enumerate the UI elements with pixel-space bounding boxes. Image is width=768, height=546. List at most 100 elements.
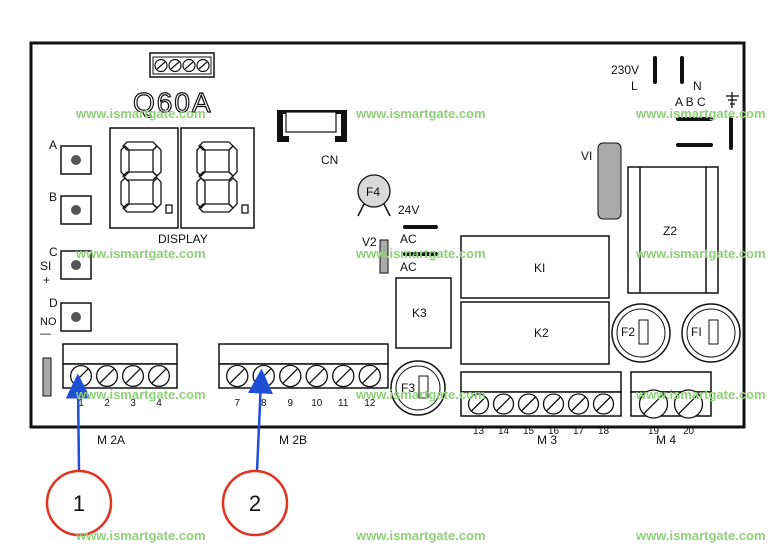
relay-k1-label: KI [534,261,545,275]
m4-label: M 4 [656,433,676,447]
terminal-number: 20 [683,426,695,437]
terminal-number: 15 [523,426,535,437]
button-b-label: B [49,190,57,204]
fuse-f2-label: F2 [621,325,635,339]
terminal-number: 9 [287,398,293,409]
relay-k3 [395,277,452,349]
watermark: www.ismartgate.com [635,387,766,402]
terminal-screw-18[interactable] [592,393,615,415]
relay-k2 [460,301,610,365]
terminal-screw-12[interactable] [358,364,381,388]
button-c-si-label: SI [40,259,51,273]
button-b[interactable] [71,205,81,215]
transformer-z2 [627,166,719,294]
watermark: www.ismartgate.com [635,106,766,121]
vi-label: VI [581,149,592,163]
terminal-screw-4[interactable] [147,364,171,388]
callout-arrow-1 [65,373,91,472]
m2a-label: M 2A [97,433,125,447]
varistor-vi [597,142,622,220]
terminal-block-m3: 13 14 15 16 17 18 [460,371,622,437]
v2-component [379,239,389,274]
callout-arrow-2 [247,368,273,472]
button-c-label: C [49,245,58,259]
watermark: www.ismartgate.com [355,528,486,543]
terminal-screw-15[interactable] [517,393,540,415]
fuse-f1 [681,303,741,363]
button-a-label: A [49,138,57,152]
relay-k3-label: K3 [412,306,427,320]
button-d[interactable] [71,312,81,322]
terminal-number: 1 [78,398,84,409]
m3-label: M 3 [537,433,557,447]
fuse-f1-label: FI [691,325,702,339]
v2-label: V2 [362,235,377,249]
terminal-screw-13[interactable] [467,393,490,415]
terminal-screw-2[interactable] [95,364,119,388]
button-c[interactable] [71,260,81,270]
terminal-number: 14 [498,426,510,437]
fuse-f3 [390,360,446,416]
ac-label-2: AC [400,260,417,274]
watermark: www.ismartgate.com [635,246,766,261]
terminal-number: 8 [261,398,267,409]
terminal-number: 2 [104,398,110,409]
terminal-number: 16 [548,426,560,437]
relay-k2-label: K2 [534,326,549,340]
fuse-f3-label: F3 [401,381,415,395]
display-label: DISPLAY [158,232,208,246]
terminal-screw-8[interactable] [252,364,275,388]
callout-circle-1 [45,469,113,537]
terminal-screw-9[interactable] [278,364,302,388]
callout-number-2: 2 [249,491,261,516]
watermark: www.ismartgate.com [355,387,486,402]
terminal-number: 7 [234,398,240,409]
watermark: www.ismartgate.com [75,246,206,261]
z2-label: Z2 [663,224,677,238]
power-n-label: N [693,79,702,93]
terminal-screw-16[interactable] [542,393,565,415]
terminal-screw-3[interactable] [121,364,145,388]
relay-k1 [460,235,610,299]
power-230v-label: 230V [611,63,639,77]
seven-segment-display [109,127,255,229]
terminal-screw-7[interactable] [225,364,249,388]
button-a[interactable] [71,155,81,165]
cn-label: CN [321,153,338,167]
top-connector [149,52,215,78]
watermarks: www.ismartgate.com www.ismartgate.com ww… [75,106,766,543]
fuse-f2 [611,303,671,363]
terminal-number: 13 [473,426,485,437]
terminal-screw-11[interactable] [331,364,355,388]
ac-label-1: AC [400,232,417,246]
power-l-label: L [631,79,638,93]
terminal-number: 10 [311,398,323,409]
fuse-f4 [357,174,391,217]
watermark: www.ismartgate.com [355,246,486,261]
button-d-label: D [49,296,58,310]
terminal-screw-20[interactable] [673,389,704,419]
watermark: www.ismartgate.com [75,106,206,121]
terminal-screw-14[interactable] [492,393,515,415]
m2b-label: M 2B [279,433,307,447]
terminal-number: 17 [573,426,585,437]
abc-label: A B C [675,95,706,109]
terminal-number: 19 [648,426,660,437]
terminal-screw-1[interactable] [69,364,93,388]
watermark: www.ismartgate.com [355,106,486,121]
terminal-number: 4 [156,398,162,409]
watermark: www.ismartgate.com [635,528,766,543]
terminal-screw-10[interactable] [305,364,328,388]
callout-number-1: 1 [73,491,85,516]
ground-icon [726,92,739,108]
terminal-screw-17[interactable] [567,393,590,415]
watermark: www.ismartgate.com [75,387,206,402]
ac-24v-label: 24V [398,203,419,217]
terminal-screw-19[interactable] [638,389,669,419]
model-label: Q60A [133,87,213,118]
terminal-number: 11 [338,398,349,409]
terminal-number: 18 [598,426,610,437]
